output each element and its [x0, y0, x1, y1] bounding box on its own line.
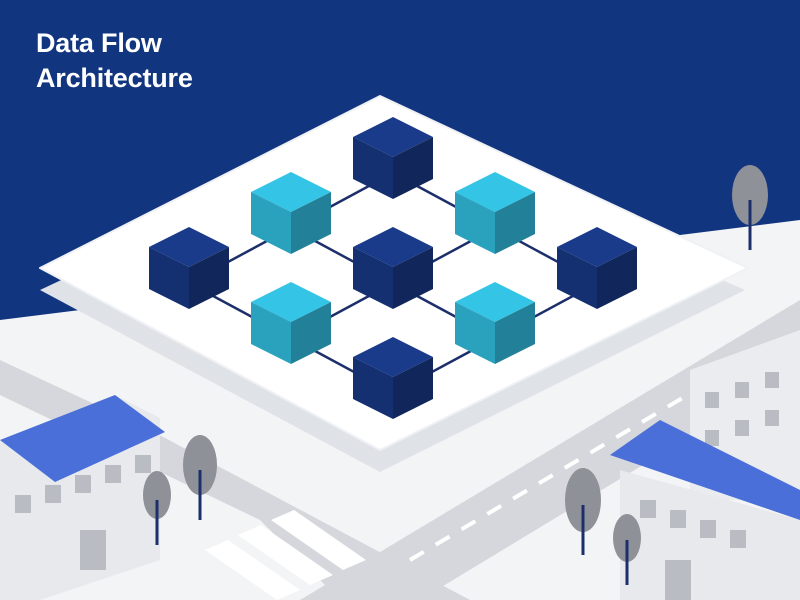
- road-markings: [408, 338, 782, 562]
- cube-right-face: [495, 192, 535, 254]
- tree-icon: [613, 514, 641, 585]
- cube-left-face: [149, 247, 189, 309]
- tree-icon: [565, 468, 601, 555]
- page-title: Data Flow Architecture: [36, 26, 193, 96]
- tree-icon: [732, 165, 768, 250]
- page-title-line2: Architecture: [36, 63, 193, 93]
- cube-left-face: [557, 247, 597, 309]
- cube-right-face: [291, 192, 331, 254]
- cube-left-face: [251, 192, 291, 254]
- cube-right-face: [393, 247, 433, 309]
- cube-right-face: [495, 302, 535, 364]
- data-node-cube: [353, 117, 433, 199]
- cube-left-face: [455, 192, 495, 254]
- crosswalk: [205, 510, 366, 600]
- data-node-cube: [353, 227, 433, 309]
- tree-icon: [183, 435, 217, 520]
- road-right: [300, 300, 800, 600]
- tree-icon: [143, 471, 171, 545]
- cube-right-face: [597, 247, 637, 309]
- building-left: [0, 395, 165, 600]
- data-node-cube: [149, 227, 229, 309]
- data-node-cube: [353, 337, 433, 419]
- cube-right-face: [291, 302, 331, 364]
- cube-right-face: [189, 247, 229, 309]
- data-node-cube: [251, 172, 331, 254]
- data-node-cube: [455, 282, 535, 364]
- data-node-cube: [455, 172, 535, 254]
- cube-left-face: [353, 247, 393, 309]
- cube-right-face: [393, 357, 433, 419]
- cube-left-face: [353, 137, 393, 199]
- cube-left-face: [455, 302, 495, 364]
- data-nodes: [149, 117, 637, 419]
- cube-left-face: [251, 302, 291, 364]
- building-right-front: [610, 420, 800, 600]
- page-title-line1: Data Flow: [36, 28, 162, 58]
- cube-left-face: [353, 357, 393, 419]
- data-node-cube: [251, 282, 331, 364]
- data-node-cube: [557, 227, 637, 309]
- cube-right-face: [393, 137, 433, 199]
